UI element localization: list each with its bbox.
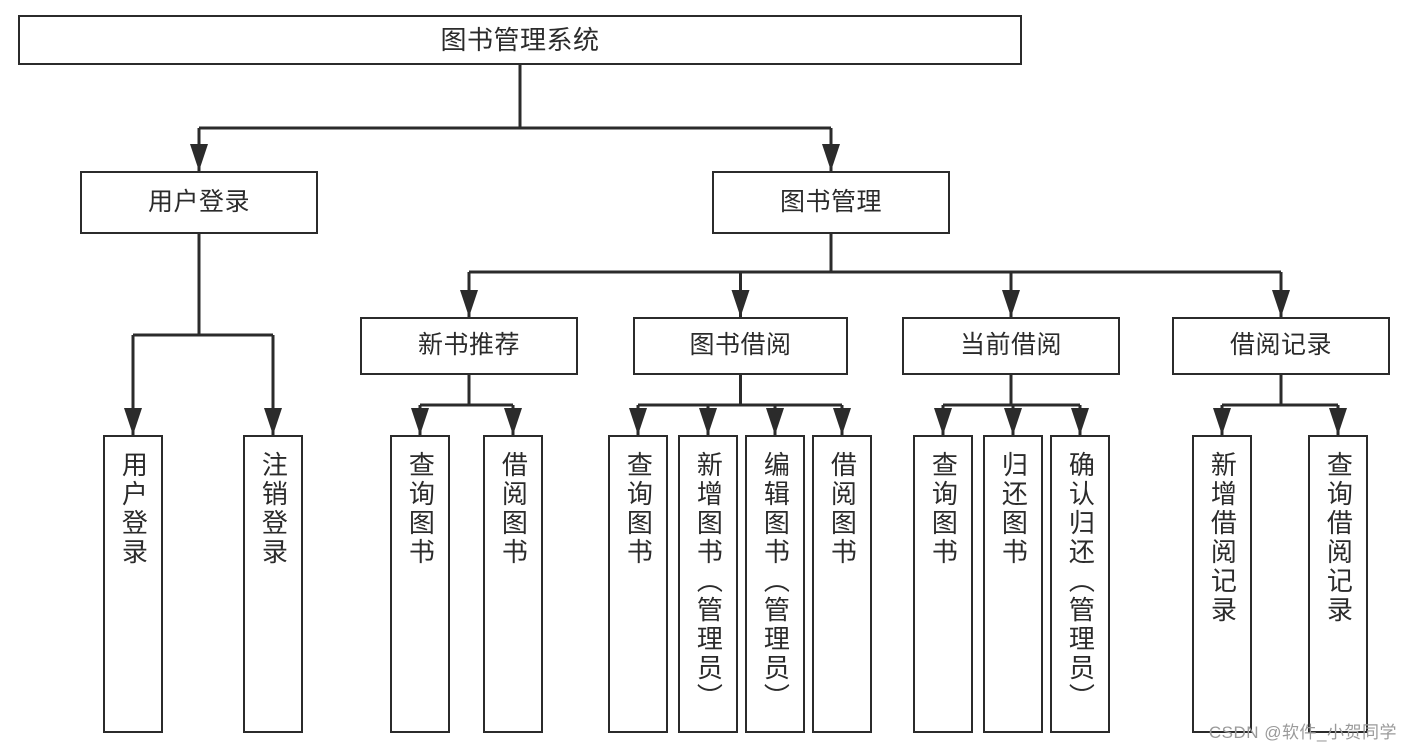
node-label: 新书推荐 bbox=[417, 331, 520, 360]
node-leaf_confirm_return[interactable]: 确认归还（管理员） bbox=[1050, 435, 1110, 733]
node-book_borrow[interactable]: 图书借阅 bbox=[633, 317, 848, 375]
node-label: 编辑图书（管理员） bbox=[760, 451, 791, 712]
node-borrow_records[interactable]: 借阅记录 bbox=[1172, 317, 1390, 375]
node-label: 借阅图书 bbox=[498, 451, 529, 567]
node-leaf_edit_book[interactable]: 编辑图书（管理员） bbox=[745, 435, 805, 733]
node-leaf_user_logout[interactable]: 注销登录 bbox=[243, 435, 303, 733]
node-leaf_query_book_a[interactable]: 查询图书 bbox=[390, 435, 450, 733]
node-label: 注销登录 bbox=[258, 451, 289, 567]
watermark-text: CSDN @软件_小贺同学 bbox=[1208, 723, 1397, 742]
node-leaf_query_book_b[interactable]: 查询图书 bbox=[608, 435, 668, 733]
node-label: 新增借阅记录 bbox=[1207, 451, 1238, 625]
node-label: 用户登录 bbox=[147, 187, 250, 216]
node-label: 确认归还（管理员） bbox=[1065, 451, 1096, 712]
node-leaf_query_book_c[interactable]: 查询图书 bbox=[913, 435, 973, 733]
node-root[interactable]: 图书管理系统 bbox=[18, 15, 1022, 65]
node-label: 图书借阅 bbox=[689, 331, 792, 360]
node-leaf_query_record[interactable]: 查询借阅记录 bbox=[1308, 435, 1368, 733]
node-label: 新增图书（管理员） bbox=[693, 451, 724, 712]
node-label: 查询图书 bbox=[928, 451, 959, 567]
node-label: 当前借阅 bbox=[959, 331, 1062, 360]
node-user_login[interactable]: 用户登录 bbox=[80, 171, 318, 234]
node-leaf_return_book[interactable]: 归还图书 bbox=[983, 435, 1043, 733]
node-leaf_add_book[interactable]: 新增图书（管理员） bbox=[678, 435, 738, 733]
node-label: 图书管理系统 bbox=[440, 24, 600, 55]
node-new_book_rec[interactable]: 新书推荐 bbox=[360, 317, 578, 375]
node-label: 借阅图书 bbox=[827, 451, 858, 567]
node-label: 用户登录 bbox=[118, 451, 149, 567]
node-label: 借阅记录 bbox=[1229, 331, 1332, 360]
node-label: 图书管理 bbox=[779, 187, 882, 216]
node-leaf_add_record[interactable]: 新增借阅记录 bbox=[1192, 435, 1252, 733]
node-leaf_borrow_book_b[interactable]: 借阅图书 bbox=[812, 435, 872, 733]
node-label: 归还图书 bbox=[998, 451, 1029, 567]
node-label: 查询图书 bbox=[405, 451, 436, 567]
node-current_borrow[interactable]: 当前借阅 bbox=[902, 317, 1120, 375]
node-leaf_borrow_book_a[interactable]: 借阅图书 bbox=[483, 435, 543, 733]
node-leaf_user_login[interactable]: 用户登录 bbox=[103, 435, 163, 733]
node-label: 查询图书 bbox=[623, 451, 654, 567]
node-book_manage[interactable]: 图书管理 bbox=[712, 171, 950, 234]
node-label: 查询借阅记录 bbox=[1323, 451, 1354, 625]
